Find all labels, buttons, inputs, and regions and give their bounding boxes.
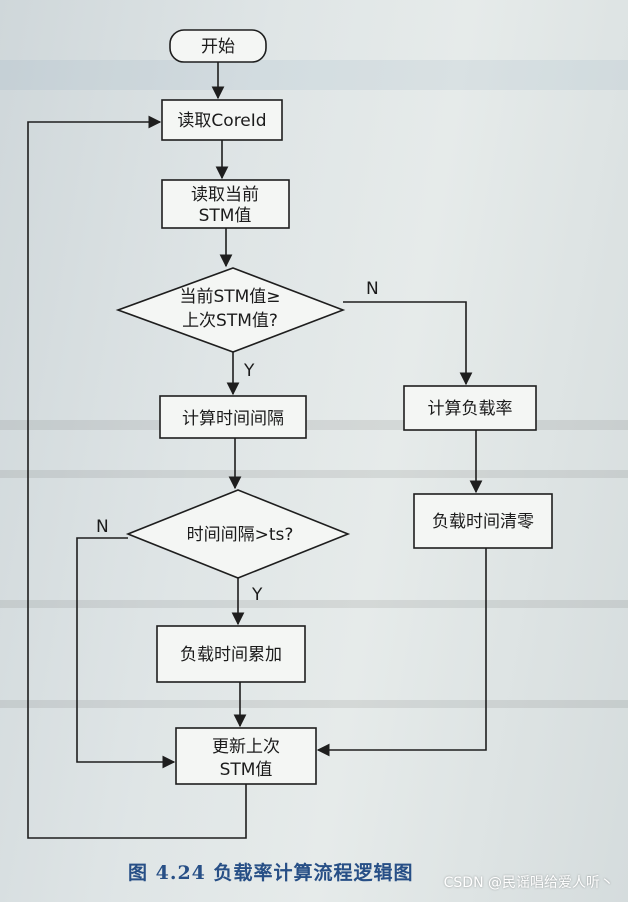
figure-caption: 图 4.24 负载率计算流程逻辑图 [128, 862, 414, 884]
no-label-decision1: N [366, 279, 379, 299]
read-coreid-box [161, 99, 283, 141]
background-print-texture [0, 60, 628, 708]
arrow-clear-to-update [316, 548, 487, 757]
read-coreid-label: 读取CoreId [177, 111, 266, 131]
clear-load-time-label: 负载时间清零 [432, 512, 534, 532]
read-stm-label-line2: STM值 [199, 206, 252, 226]
accumulate-load-time-label: 负载时间累加 [180, 645, 282, 665]
decision-stm-compare [115, 267, 346, 353]
yes-label-decision1: Y [243, 361, 255, 381]
arrow-loop-back [27, 115, 247, 839]
calc-interval-label: 计算时间间隔 [182, 409, 284, 429]
watermark-text: CSDN @民谣唱给爱人听丶 [443, 875, 614, 891]
yes-label-decision2: Y [251, 585, 263, 605]
decision1-label-line2: 上次STM值? [182, 311, 278, 331]
update-label-line2: STM值 [220, 760, 273, 780]
update-label-line1: 更新上次 [212, 737, 280, 757]
decision2-label: 时间间隔>ts? [187, 525, 294, 545]
arrow-decision2-no [76, 537, 176, 769]
calc-interval-box [159, 395, 307, 439]
calc-load-rate-label: 计算负载率 [428, 399, 513, 419]
decision1-label-line1: 当前STM值≥ [179, 287, 280, 307]
start-label: 开始 [201, 37, 235, 57]
arrow-decision1-no [343, 301, 473, 386]
clear-load-time-box [413, 493, 553, 549]
calc-load-rate-box [403, 385, 537, 431]
no-label-decision2: N [96, 517, 109, 537]
read-stm-box [161, 179, 290, 229]
update-stm-box [175, 727, 317, 785]
accumulate-load-time-box [156, 625, 306, 683]
read-stm-label-line1: 读取当前 [191, 185, 259, 205]
